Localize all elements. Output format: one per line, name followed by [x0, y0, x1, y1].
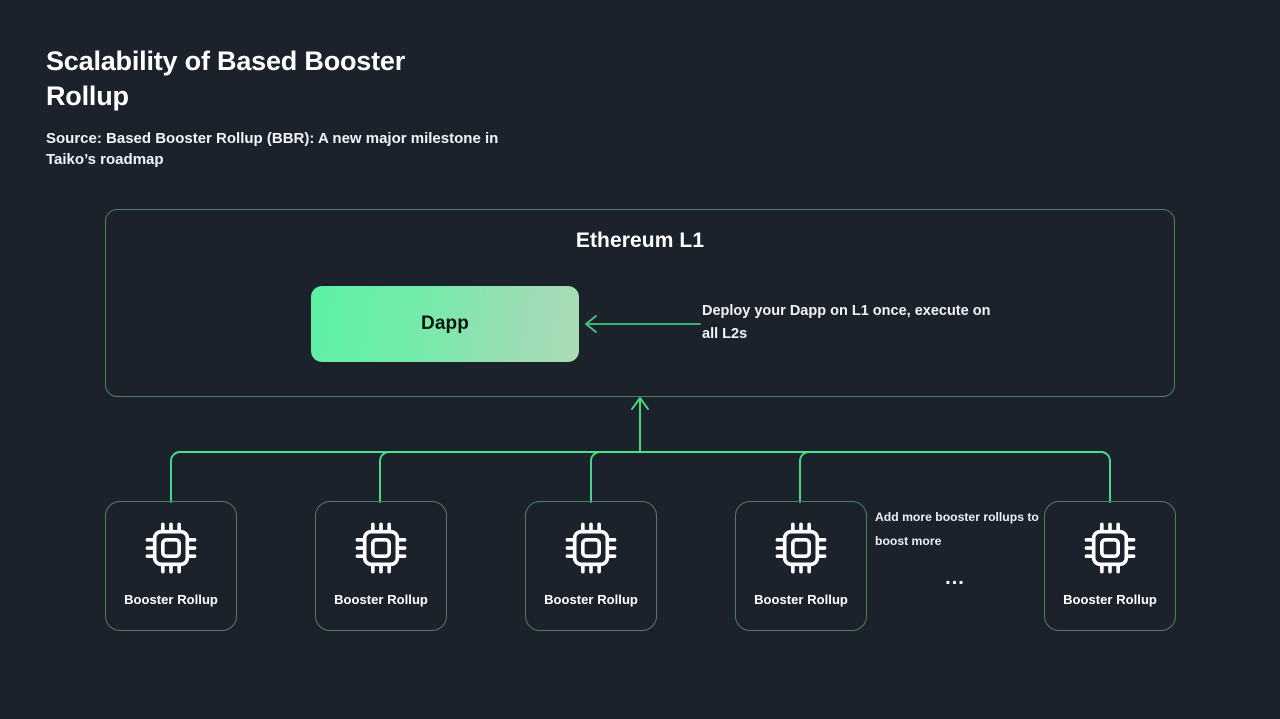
chip-icon	[145, 522, 197, 574]
connector-tree	[170, 397, 1111, 503]
rollup-label: Booster Rollup	[754, 592, 848, 607]
rollup-label: Booster Rollup	[124, 592, 218, 607]
chip-icon	[1084, 522, 1136, 574]
ethereum-l1-title: Ethereum L1	[575, 229, 705, 252]
chip-icon	[355, 522, 407, 574]
rollup-box-3[interactable]: Booster Rollup	[525, 501, 657, 631]
header: Scalability of Based Booster Rollup Sour…	[46, 44, 566, 171]
rollup-label: Booster Rollup	[544, 592, 638, 607]
ellipsis-indicator: ...	[945, 567, 965, 589]
rollup-label: Booster Rollup	[1063, 592, 1157, 607]
arrow-up-head-icon	[631, 397, 649, 410]
rollup-box-5[interactable]: Booster Rollup	[1044, 501, 1176, 631]
arrow-left-icon	[585, 315, 701, 333]
ethereum-l1-container: Ethereum L1	[105, 209, 1175, 397]
page-title: Scalability of Based Booster Rollup	[46, 46, 406, 111]
rollup-box-4[interactable]: Booster Rollup	[735, 501, 867, 631]
dapp-annotation: Deploy your Dapp on L1 once, execute on …	[702, 303, 991, 343]
dapp-label: Dapp	[421, 313, 469, 334]
chip-icon	[565, 522, 617, 574]
rollup-label: Booster Rollup	[334, 592, 428, 607]
chip-icon	[775, 522, 827, 574]
source-note: Source: Based Booster Rollup (BBR): A ne…	[46, 130, 499, 169]
dapp-box: Dapp	[311, 286, 579, 362]
add-more-note: Add more booster rollups to boost more	[875, 510, 1039, 548]
rollup-box-1[interactable]: Booster Rollup	[105, 501, 237, 631]
rollup-box-2[interactable]: Booster Rollup	[315, 501, 447, 631]
